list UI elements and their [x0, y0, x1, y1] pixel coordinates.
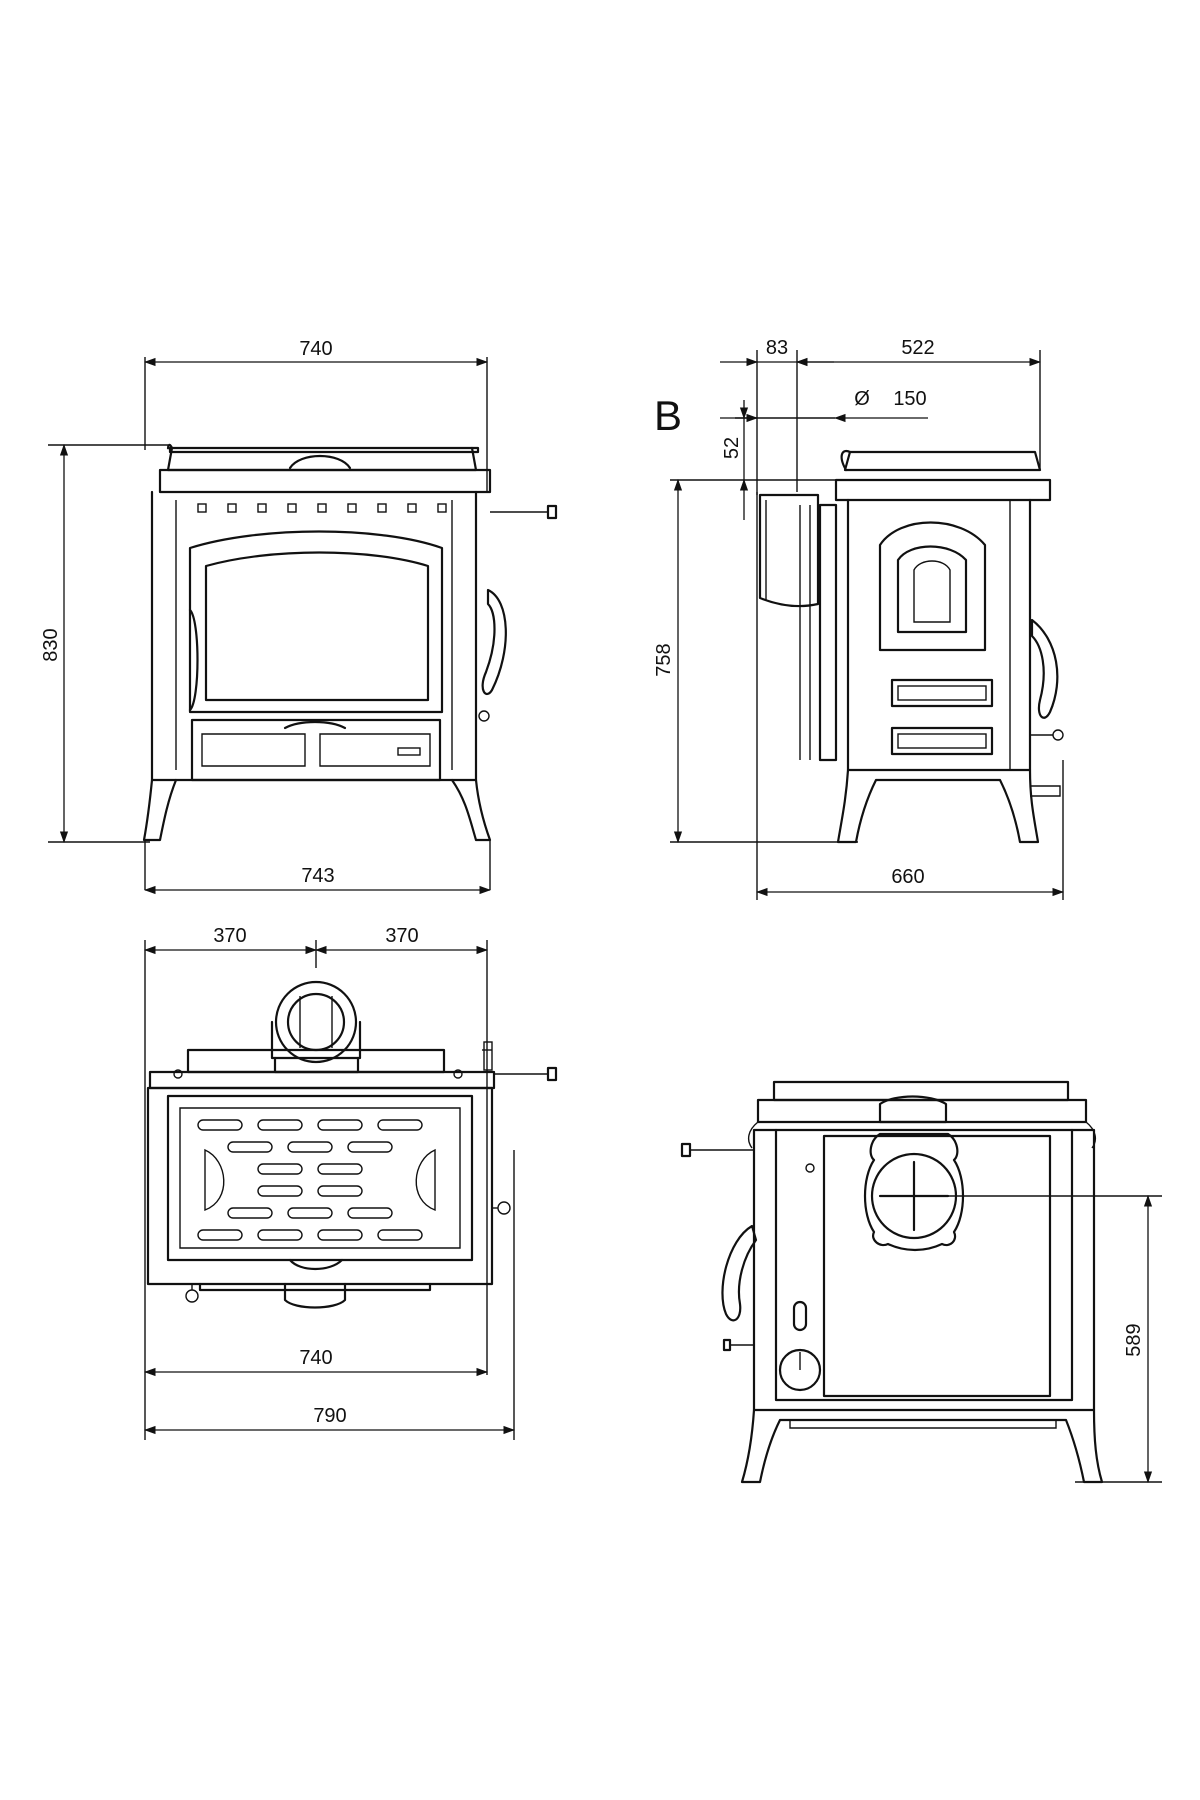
- side-legs: [836, 768, 1040, 844]
- front-top-ledge: [158, 468, 492, 494]
- rear-flue-outlet: [870, 1152, 958, 1240]
- rear-back-panel: [822, 1134, 1052, 1398]
- rear-ash-knob: [778, 1348, 822, 1392]
- rear-flue-height-label: 589: [1123, 1323, 1145, 1356]
- top-flue-inner: [286, 992, 346, 1052]
- side-depth-total-label: 660: [891, 866, 924, 888]
- rear-flue-plate: [864, 1132, 964, 1252]
- top-air-control-rod: [546, 1066, 558, 1082]
- rear-body: [752, 1128, 1096, 1412]
- side-handle: [1030, 618, 1059, 719]
- side-top-ledge: [834, 478, 1052, 502]
- side-depth-body-label: 522: [901, 337, 934, 359]
- top-door-handle: [283, 1282, 347, 1309]
- top-flue-base: [273, 1056, 360, 1074]
- rear-side-handle: [721, 1224, 758, 1322]
- front-top-plate: [168, 446, 480, 454]
- top-flue-outer: [274, 980, 358, 1064]
- top-width-body-label: 740: [299, 1347, 332, 1369]
- side-panel-upper: [890, 678, 994, 708]
- side-body: [846, 498, 1032, 772]
- side-flue-offset-label: 83: [766, 337, 788, 359]
- front-side-door-handle: [481, 588, 507, 696]
- front-side-knob: [478, 710, 490, 722]
- side-diameter-symbol: Ø: [854, 388, 870, 410]
- front-ash-drawer: [190, 718, 442, 782]
- side-view: B 83 522 Ø 150 52 758 660: [653, 337, 1065, 900]
- side-arched-panel: [878, 521, 987, 652]
- side-flue-collar: [758, 493, 820, 608]
- top-plate: [146, 1086, 494, 1286]
- front-air-control-rod: [546, 504, 558, 520]
- side-flue-height-label: 52: [721, 437, 743, 459]
- rear-slot: [792, 1300, 808, 1332]
- side-window: [896, 545, 968, 634]
- side-view-letter: B: [654, 392, 682, 439]
- side-height-label: 758: [653, 643, 675, 676]
- front-top-rail-dots: [197, 503, 447, 513]
- top-cooking-panel: [166, 1094, 474, 1262]
- front-right-leg: [450, 778, 492, 842]
- front-lid-handle: [288, 455, 352, 470]
- rear-flue-collar-top: [878, 1095, 948, 1124]
- front-width-bottom-label: 743: [301, 865, 334, 887]
- front-drawer-tab: [397, 747, 421, 756]
- side-flue-diameter-label: 150: [893, 388, 926, 410]
- top-grille-slots: [197, 1119, 423, 1241]
- top-half-width-right-label: 370: [385, 925, 418, 947]
- side-knob: [1052, 729, 1064, 741]
- front-door-hinge: [188, 608, 199, 712]
- top-half-width-left-label: 370: [213, 925, 246, 947]
- top-right-knob: [497, 1201, 511, 1215]
- front-drawer-handle: [283, 720, 347, 730]
- front-view: 740 830 743: [40, 338, 558, 895]
- side-door-profile: [818, 503, 838, 762]
- rear-air-control-rod: [680, 1142, 692, 1158]
- rear-view: 589: [680, 1080, 1162, 1484]
- top-width-total-label: 790: [313, 1405, 346, 1427]
- side-top-plate: [843, 450, 1042, 472]
- rear-legs: [740, 1408, 1104, 1484]
- top-left-knob: [185, 1289, 199, 1303]
- top-left-vent: [204, 1148, 225, 1212]
- front-left-leg: [142, 778, 178, 842]
- front-width-top-label: 740: [299, 338, 332, 360]
- front-door-glass: [204, 551, 430, 702]
- front-height-label: 830: [40, 628, 62, 661]
- top-right-vent: [415, 1148, 436, 1212]
- side-panel-lower: [890, 726, 994, 756]
- top-view: 370 370 740 790: [143, 925, 558, 1440]
- front-door-frame: [188, 530, 444, 714]
